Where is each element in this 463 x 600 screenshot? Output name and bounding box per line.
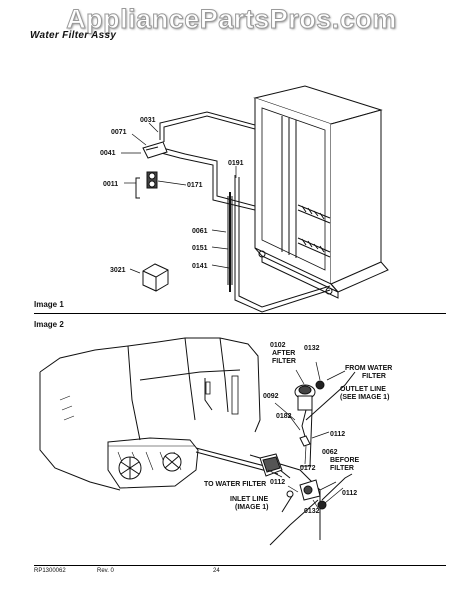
part-0112-middle: 0112 (270, 479, 285, 486)
part-0112-upper: 0112 (330, 431, 345, 438)
label-inlet-line: INLET LINE (230, 496, 268, 503)
part-0171: 0171 (187, 182, 203, 189)
footer-revision: Rev. 0 (97, 568, 114, 574)
image-2-label: Image 2 (34, 320, 64, 329)
part-0182: 0182 (276, 413, 292, 420)
fridge-cabinet (253, 85, 389, 299)
label-from-filter: FILTER (362, 373, 386, 380)
part-0132-upper: 0132 (304, 345, 320, 352)
filter-cartridge-3021 (142, 263, 169, 292)
water-valve-assembly (135, 141, 168, 199)
part-0112-lower: 0112 (342, 490, 357, 497)
watermark: AppliancePartsPros.com (66, 4, 397, 35)
part-0041: 0041 (100, 150, 116, 157)
filter-bracket-0092 (259, 453, 283, 477)
part-0061: 0061 (192, 228, 208, 235)
part-0071: 0071 (111, 129, 127, 136)
label-to-water-filter: TO WATER FILTER (204, 481, 266, 488)
part-0151: 0151 (192, 245, 208, 252)
part-numbers-image-2: 0102 AFTER FILTER 0132 FROM WATER FILTER… (204, 342, 392, 515)
part-3021: 3021 (110, 267, 126, 274)
label-inlet-image: (IMAGE 1) (235, 504, 268, 511)
part-0172: 0172 (300, 465, 316, 472)
label-from-water: FROM WATER (345, 365, 392, 372)
label-before: BEFORE (330, 457, 360, 464)
part-numbers-image-1: 0031 0071 0041 0011 0171 0191 0061 0151 … (100, 117, 244, 274)
water-tubing (149, 111, 331, 313)
part-0011: 0011 (103, 181, 118, 188)
footer-doc-code: RP1300062 (34, 568, 66, 574)
part-0102: 0102 (270, 342, 286, 349)
part-0141: 0141 (192, 263, 208, 270)
label-outlet-line: OUTLET LINE (340, 386, 386, 393)
after-filter-fitting (294, 380, 325, 447)
fridge-rear-cutaway (39, 337, 261, 491)
callout-leaders-image-2 (267, 361, 346, 509)
image-divider (34, 313, 446, 314)
part-0031: 0031 (140, 117, 156, 124)
part-0191: 0191 (228, 160, 244, 167)
footer-rule (34, 565, 446, 566)
label-outlet-see-image: (SEE IMAGE 1) (340, 394, 389, 401)
part-0062: 0062 (322, 449, 338, 456)
before-filter-fitting (281, 479, 327, 513)
label-after-filter: FILTER (272, 358, 296, 365)
part-0092: 0092 (263, 393, 279, 400)
label-after: AFTER (272, 350, 295, 357)
label-before-filter: FILTER (330, 465, 354, 472)
footer-page-number: 24 (213, 568, 220, 574)
diagram-title: Water Filter Assy (30, 30, 117, 41)
image-1-label: Image 1 (34, 300, 64, 309)
callout-leaders-image-1 (121, 122, 237, 274)
part-0132-lower: 0132 (304, 508, 320, 515)
